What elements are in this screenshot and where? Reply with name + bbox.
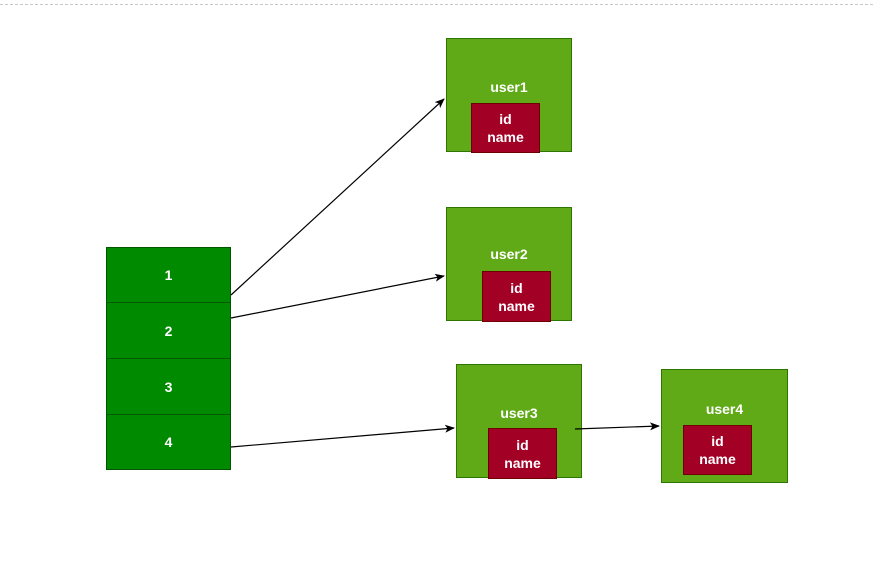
field-name-label: name: [504, 454, 541, 471]
user-fields-box[interactable]: id name: [683, 425, 752, 475]
array-cell-label: 1: [164, 267, 173, 283]
user-node-3[interactable]: user3 id name: [456, 364, 582, 479]
user-node-title: user2: [490, 246, 528, 262]
arrow-user3-to-user4[interactable]: [574, 422, 660, 431]
canvas-top-border: [0, 4, 873, 5]
hash-array: 1 2 3 4: [106, 247, 231, 470]
user-node-2[interactable]: user2 id name: [446, 207, 572, 322]
array-cell-2[interactable]: 2: [106, 302, 231, 359]
arrow-cell1-to-user1[interactable]: [230, 98, 445, 296]
user-fields-box[interactable]: id name: [488, 428, 557, 479]
field-id-label: id: [516, 436, 529, 453]
user-fields-box[interactable]: id name: [482, 271, 551, 322]
array-cell-4[interactable]: 4: [106, 414, 231, 470]
user-node-title: user1: [490, 79, 528, 95]
user-node-title: user3: [500, 405, 538, 421]
arrow-cell4-to-user3[interactable]: [230, 424, 455, 448]
field-name-label: name: [498, 297, 535, 314]
user-fields-box[interactable]: id name: [471, 103, 540, 153]
field-name-label: name: [699, 451, 736, 467]
user-node-1[interactable]: user1 id name: [446, 38, 572, 153]
arrow-cell2-to-user2[interactable]: [230, 273, 445, 319]
array-cell-label: 4: [164, 434, 173, 450]
user-node-4[interactable]: user4 id name: [661, 369, 788, 483]
field-id-label: id: [499, 111, 512, 127]
field-id-label: id: [711, 433, 724, 449]
array-cell-label: 3: [164, 378, 173, 395]
array-cell-3[interactable]: 3: [106, 358, 231, 415]
array-cell-label: 2: [164, 322, 173, 339]
user-node-title: user4: [705, 401, 744, 417]
field-name-label: name: [487, 129, 524, 145]
array-cell-1[interactable]: 1: [106, 247, 231, 303]
field-id-label: id: [510, 279, 523, 296]
